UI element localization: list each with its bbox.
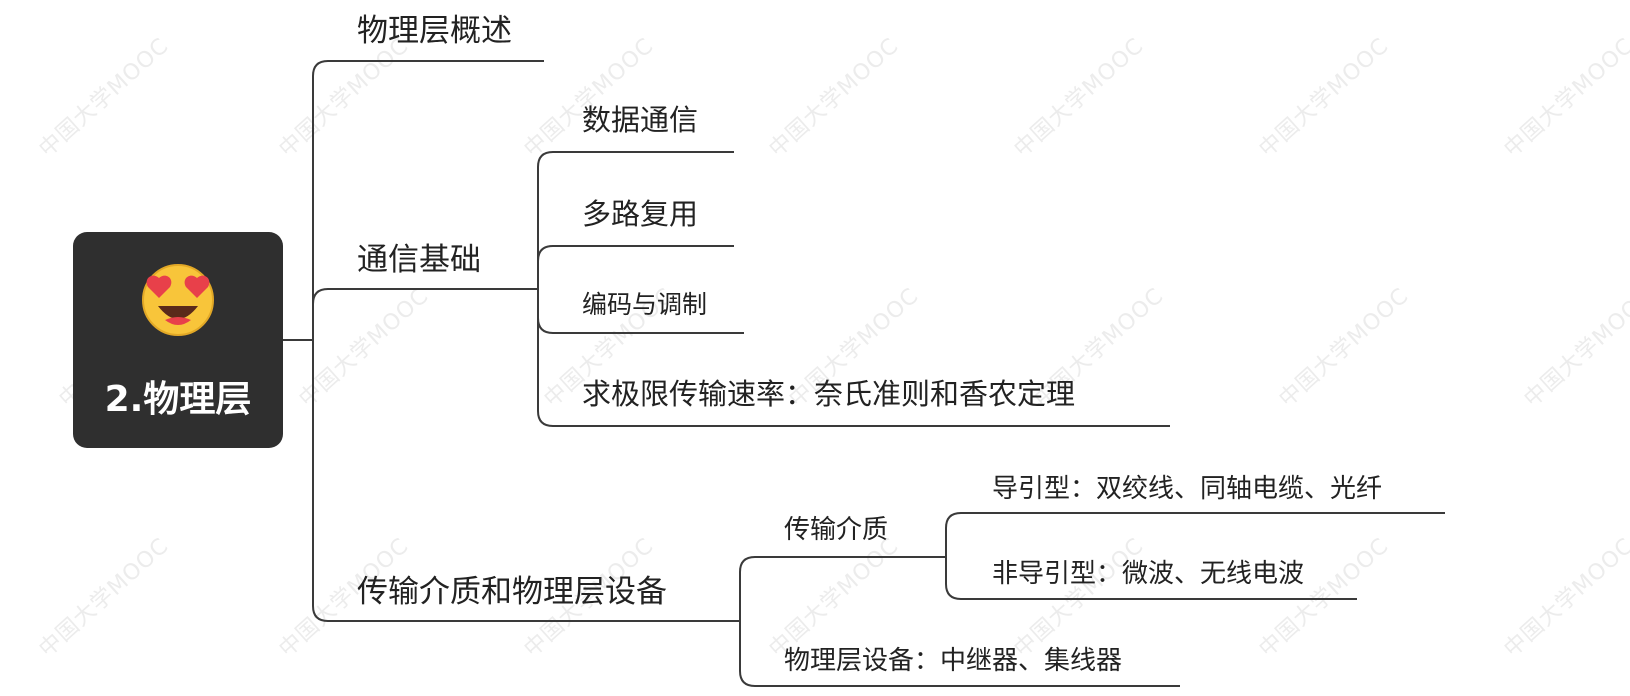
topic-physical-layer-overview[interactable]: 物理层概述 [357,13,512,49]
connector-l1-bottom [312,340,740,622]
connector-medium-2 [945,557,1357,600]
leaf-unguided-media[interactable]: 非导引型：微波、无线电波 [992,559,1305,589]
connector-trans-1 [739,556,946,621]
subtopic-encoding-modulation[interactable]: 编码与调制 [582,290,708,319]
connector-medium-1 [945,512,1445,557]
connector-comm-4 [537,318,1170,427]
connector-l1-mid [312,288,520,305]
connector-l1-top [312,60,544,340]
subtopic-transmission-media[interactable]: 传输介质 [784,515,889,545]
subtopic-max-rate[interactable]: 求极限传输速率：奈氏准则和香农定理 [582,377,1076,411]
leaf-guided-media[interactable]: 导引型：双绞线、同轴电缆、光纤 [992,474,1383,504]
topic-media-and-devices[interactable]: 传输介质和物理层设备 [357,574,667,610]
connector-trans-2 [739,621,1180,687]
heart-eyes-emoji-icon [142,264,214,336]
subtopic-physical-devices[interactable]: 物理层设备：中继器、集线器 [784,646,1123,676]
topic-communication-basics[interactable]: 通信基础 [357,242,481,278]
connector-comm-2 [537,245,734,262]
root-label: 2.物理层 [104,379,252,420]
subtopic-data-communication[interactable]: 数据通信 [582,103,699,137]
connector-comm-1 [537,151,734,289]
root-node[interactable]: 2.物理层 [73,232,283,448]
subtopic-multiplexing[interactable]: 多路复用 [582,197,699,231]
